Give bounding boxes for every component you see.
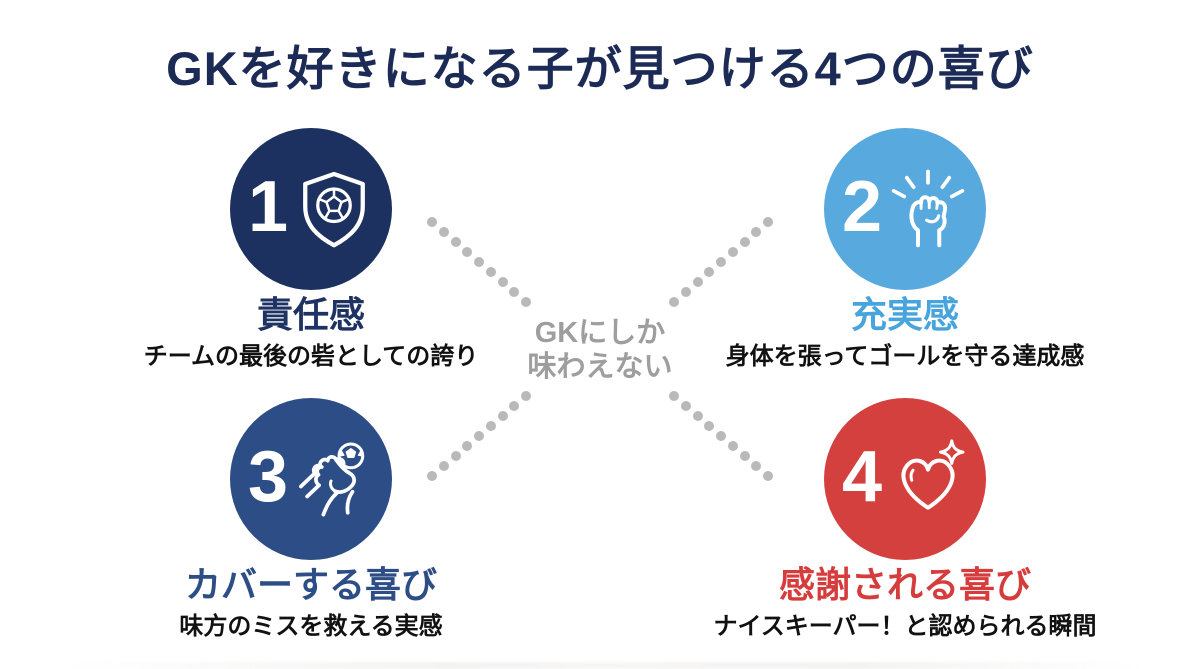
dot bbox=[727, 247, 738, 257]
dot bbox=[704, 421, 715, 431]
dot bbox=[497, 411, 508, 421]
dot bbox=[751, 461, 762, 471]
dot bbox=[727, 441, 738, 451]
item-description-2: 身体を張ってゴールを守る達成感 bbox=[725, 343, 1085, 371]
item-circle-1: 1 bbox=[230, 128, 392, 290]
item-circle-3: 3 bbox=[230, 398, 392, 560]
center-note-line2: 味わえない bbox=[527, 351, 673, 383]
center-note-line1: GKにしか bbox=[534, 317, 666, 349]
item-fulfillment: 2 充実感 身体を張ってゴールを守る達成感 bbox=[685, 128, 1125, 372]
item-circle-4: 4 bbox=[824, 398, 986, 560]
item-heading-4: 感謝される喜び bbox=[778, 564, 1031, 605]
shield-soccer-ball-icon bbox=[294, 167, 374, 251]
clasped-hands-soccer-ball-icon bbox=[294, 437, 374, 521]
dot bbox=[680, 287, 691, 297]
dot bbox=[427, 471, 437, 481]
dot bbox=[669, 297, 679, 307]
item-gratitude: 4 感謝される喜び ナイスキーパー！と認められる瞬間 bbox=[685, 398, 1125, 642]
page-title: GKを好きになる子が見つける4つの喜び bbox=[166, 42, 1034, 95]
dot bbox=[474, 257, 484, 267]
dot bbox=[692, 411, 703, 421]
dot bbox=[739, 237, 750, 247]
item-heading-1: 責任感 bbox=[256, 294, 365, 335]
item-number-4: 4 bbox=[841, 437, 883, 517]
dot bbox=[427, 217, 437, 227]
dot bbox=[680, 401, 691, 411]
dot bbox=[474, 431, 484, 441]
item-number-2: 2 bbox=[841, 167, 883, 247]
dot bbox=[509, 287, 520, 297]
dot bbox=[669, 391, 679, 401]
item-description-3: 味方のミスを救える実感 bbox=[179, 613, 443, 641]
dot bbox=[716, 431, 726, 441]
dot bbox=[692, 277, 703, 287]
dot bbox=[462, 247, 473, 257]
bottom-edge-artifact bbox=[60, 662, 1140, 669]
item-number-3: 3 bbox=[247, 437, 289, 517]
dot bbox=[521, 391, 531, 401]
dot bbox=[450, 451, 461, 461]
item-description-1: チームの最後の砦としての誇り bbox=[143, 343, 479, 371]
heart-sparkle-icon bbox=[888, 437, 968, 521]
item-heading-2: 充実感 bbox=[850, 294, 959, 335]
dot bbox=[763, 217, 773, 227]
center-note: GKにしか 味わえない bbox=[400, 316, 800, 384]
dot bbox=[450, 237, 461, 247]
dot bbox=[438, 227, 449, 237]
dot bbox=[485, 421, 496, 431]
item-description-4: ナイスキーパー！と認められる瞬間 bbox=[713, 613, 1097, 641]
dot bbox=[704, 267, 715, 277]
dot bbox=[462, 441, 473, 451]
dot bbox=[739, 451, 750, 461]
dot bbox=[497, 277, 508, 287]
item-circle-2: 2 bbox=[824, 128, 986, 290]
raised-fist-icon bbox=[888, 167, 968, 251]
dot bbox=[485, 267, 496, 277]
item-heading-3: カバーする喜び bbox=[184, 564, 437, 605]
dot bbox=[751, 227, 762, 237]
item-covering: 3 カバーする喜び 味方のミスを救える実感 bbox=[91, 398, 531, 642]
dot bbox=[763, 471, 773, 481]
dot bbox=[438, 461, 449, 471]
dot bbox=[509, 401, 520, 411]
dot bbox=[521, 297, 531, 307]
item-responsibility: 1 責任感 チームの最後の砦としての誇り bbox=[91, 128, 531, 372]
item-number-1: 1 bbox=[247, 167, 289, 247]
dot bbox=[716, 257, 726, 267]
